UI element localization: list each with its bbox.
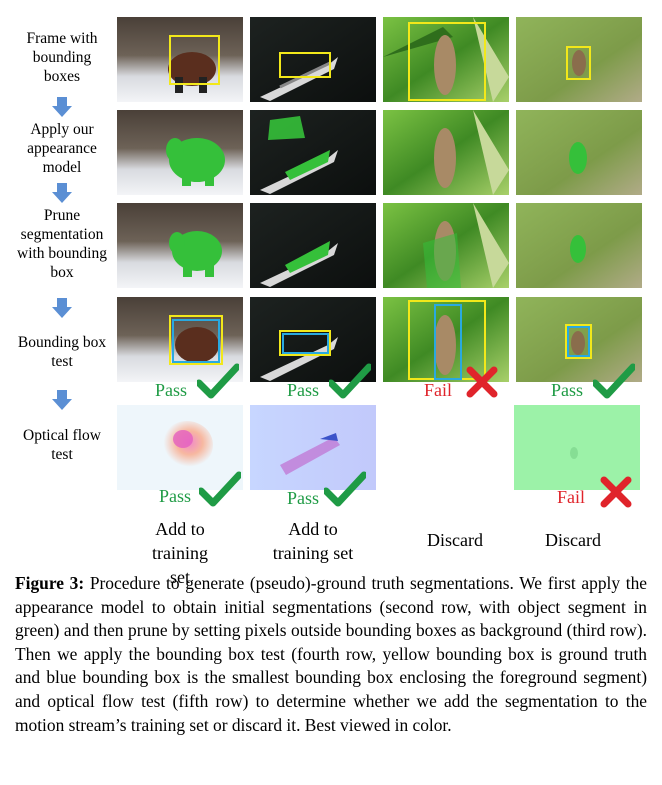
cross-icon xyxy=(600,476,632,508)
appearance-boat xyxy=(250,110,376,195)
figure-caption: Figure 3: Procedure to generate (pseudo)… xyxy=(15,572,647,737)
checkmark-icon xyxy=(197,363,239,399)
frame-boat-bbox xyxy=(250,17,376,102)
bbox-result-animal-grass: Pass xyxy=(551,380,584,400)
flow-result-boat: Pass xyxy=(287,488,320,508)
checkmark-icon xyxy=(324,471,366,507)
bbox-result-boat: Pass xyxy=(287,380,320,400)
step-label-frame: Frame with bounding boxes xyxy=(26,30,98,85)
bbox-result-lizard: Fail xyxy=(424,380,453,400)
bbox-test-panda xyxy=(117,297,243,382)
bbox-result-panda: Pass xyxy=(155,380,188,400)
arrow-down-icon xyxy=(52,183,72,203)
checkmark-icon xyxy=(199,471,241,507)
caption-label: Figure 3: xyxy=(15,573,85,593)
step-label-prune: Prune segmentation with bounding box xyxy=(17,207,107,281)
step-label-appearance: Apply our appearance model xyxy=(27,121,97,176)
pruned-lizard xyxy=(383,203,509,288)
bbox-test-animal-grass xyxy=(516,297,642,382)
flow-animal-grass xyxy=(514,405,640,490)
appearance-panda xyxy=(117,110,243,195)
flow-boat xyxy=(250,405,376,490)
appearance-animal-grass xyxy=(516,110,642,195)
checkmark-icon xyxy=(593,363,635,399)
outcome-lizard: Discard xyxy=(427,530,483,550)
arrow-down-icon xyxy=(52,390,72,410)
frame-lizard-bbox xyxy=(383,17,509,102)
bbox-test-lizard xyxy=(383,297,509,382)
caption-text: Procedure to generate (pseudo)-ground tr… xyxy=(15,573,647,735)
step-label-flow-test: Optical flow test xyxy=(23,427,101,463)
step-label-bbox-test: Bounding box test xyxy=(17,334,107,370)
arrow-down-icon xyxy=(52,298,72,318)
flow-panda xyxy=(117,405,243,490)
pruned-animal-grass xyxy=(516,203,642,288)
outcome-panda: Add to training set xyxy=(152,519,208,587)
pruned-panda xyxy=(117,203,243,288)
cross-icon xyxy=(466,366,498,398)
outcome-boat: Add to training set xyxy=(272,519,354,563)
checkmark-icon xyxy=(329,363,371,399)
flow-result-animal-grass: Fail xyxy=(557,487,586,507)
flow-result-panda: Pass xyxy=(159,486,192,506)
frame-panda-bbox xyxy=(117,17,243,102)
frame-animal-grass-bbox xyxy=(516,17,642,102)
outcome-animal-grass: Discard xyxy=(545,530,601,550)
appearance-lizard xyxy=(383,110,509,195)
pruned-boat xyxy=(250,203,376,288)
bbox-test-boat xyxy=(250,297,376,382)
arrow-down-icon xyxy=(52,97,72,117)
